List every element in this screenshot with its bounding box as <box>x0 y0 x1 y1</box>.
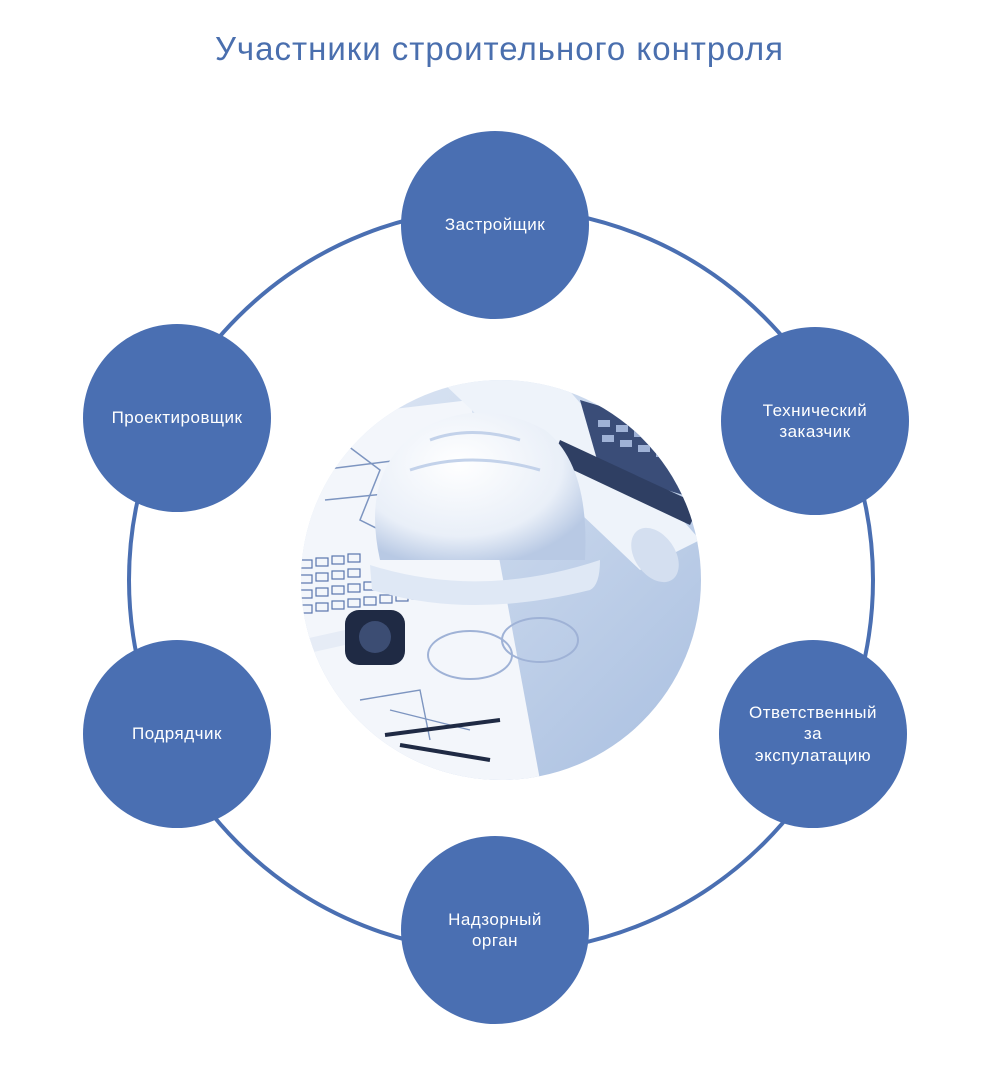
node-zastroyshchik: Застройщик <box>401 131 589 319</box>
spirit-level <box>552 440 700 525</box>
node-label-otvetstvennyy: Ответственный за экспулатацию <box>749 703 877 765</box>
node-label-nadzornyy-organ: Надзорный орган <box>448 909 542 950</box>
node-tekhnicheskiy-zakazchik: Технический заказчик <box>721 327 909 515</box>
node-podryadchik: Подрядчик <box>83 640 271 828</box>
node-label-zastroyshchik: Застройщик <box>444 215 546 235</box>
node-proektirovshchik: Проектировщик <box>83 324 271 512</box>
hard-hat-blueprint-photo <box>301 380 701 780</box>
page-title: Участники строительного контроля <box>214 30 785 67</box>
node-label-podryadchik: Подрядчик <box>132 724 222 744</box>
node-label-proektirovshchik: Проектировщик <box>111 408 243 428</box>
hard-hat-icon <box>370 412 600 605</box>
node-otvetstvennyy: Ответственный за экспулатацию <box>719 640 907 828</box>
safety-glasses <box>427 617 579 680</box>
drawing-pen <box>384 718 501 762</box>
node-label-tekhnicheskiy-zakazchik: Технический заказчик <box>762 400 868 441</box>
node-nadzornyy-organ: Надзорный орган <box>401 836 589 1024</box>
